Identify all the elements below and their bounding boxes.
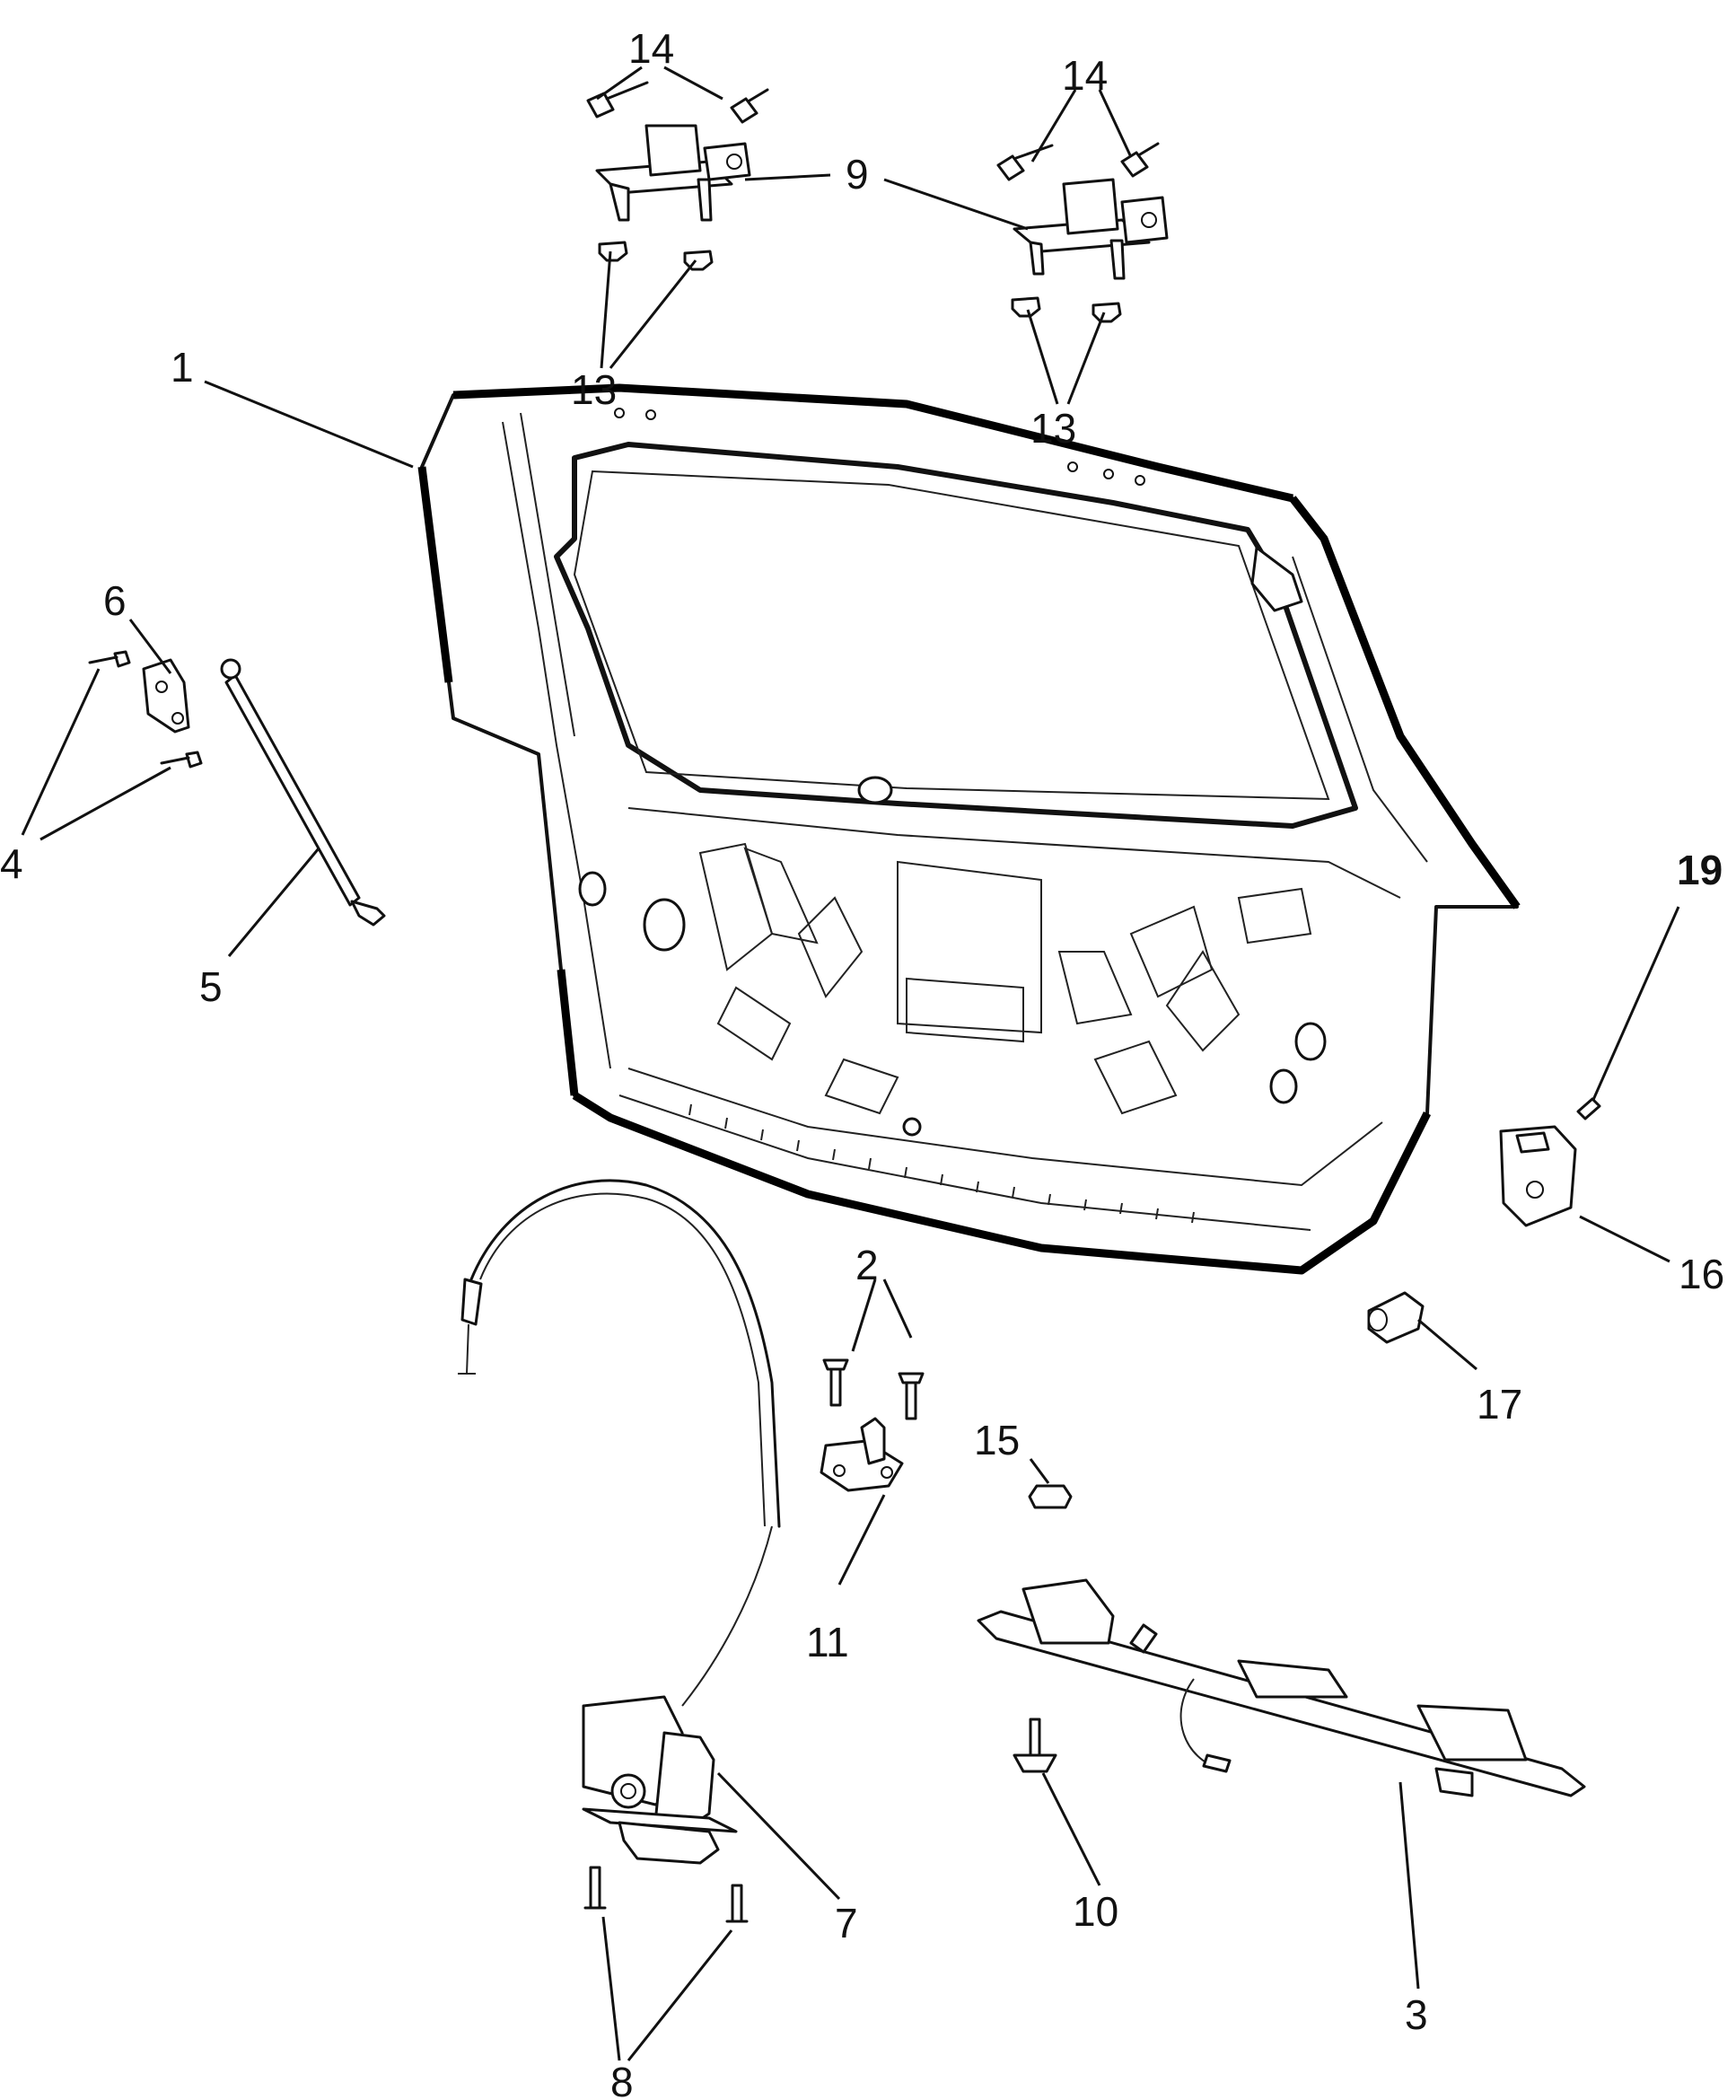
callout-1: 1 (171, 344, 194, 391)
top-edge-holes (614, 408, 1145, 486)
screw-10 (1013, 1718, 1057, 1773)
hinge-nuts (598, 241, 1122, 323)
callout-7: 7 (835, 1900, 858, 1946)
latch-screws (583, 1866, 749, 1923)
callout-3: 3 (1405, 1991, 1428, 2038)
bumper-screw (1576, 1097, 1601, 1120)
bottom-edge-ticks (688, 1103, 1195, 1224)
callout-11: 11 (806, 1619, 849, 1665)
callout-9: 9 (846, 151, 869, 198)
callout-5: 5 (199, 963, 223, 1010)
latch-assembly (582, 1695, 738, 1865)
callout-2: 2 (855, 1242, 879, 1288)
callout-19: 19 (1677, 847, 1723, 893)
striker (820, 1417, 904, 1492)
callout-16: 16 (1679, 1251, 1724, 1297)
liftgate-panel (417, 383, 1521, 1275)
release-cable (458, 1179, 781, 1707)
callout-4: 4 (0, 840, 23, 887)
striker-bolts (822, 1358, 925, 1420)
bracket-bolts (88, 650, 203, 769)
strut-bracket (142, 658, 190, 734)
hinge-left (595, 124, 751, 222)
rubber-stopper (1367, 1291, 1425, 1344)
callout-13-right: 13 (1030, 405, 1076, 452)
callout-8: 8 (610, 2059, 634, 2100)
callout-14-left: 14 (628, 25, 674, 72)
clip (1028, 1484, 1073, 1509)
callout-15: 15 (974, 1417, 1020, 1463)
callout-labels: 1 2 3 4 5 6 7 8 9 10 11 13 13 14 14 15 1… (0, 25, 1724, 2100)
callout-13-left: 13 (571, 366, 617, 413)
leader-lines (21, 66, 1680, 2061)
callout-14-right: 14 (1062, 52, 1108, 99)
hinge-right (1013, 178, 1169, 280)
liftgate-handle (977, 1578, 1586, 1797)
bumper-bracket (1499, 1125, 1577, 1227)
callout-6: 6 (103, 577, 127, 624)
callout-17: 17 (1477, 1381, 1522, 1428)
gas-strut (220, 658, 386, 927)
callout-10: 10 (1073, 1888, 1118, 1935)
